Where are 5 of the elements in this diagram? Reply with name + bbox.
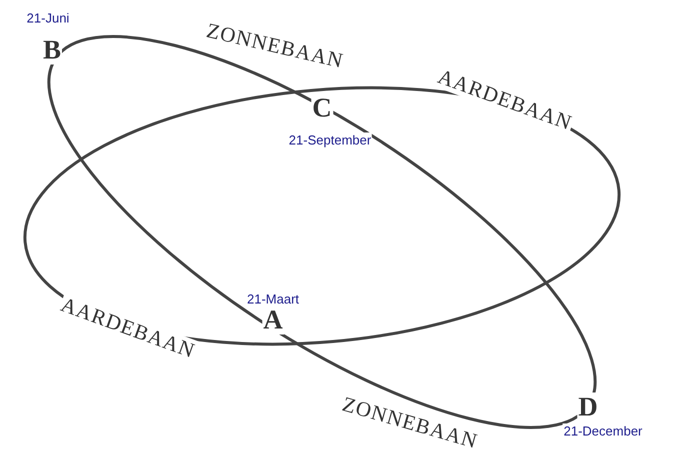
point-label: D [577, 392, 599, 422]
date-label: 21-Juni [26, 10, 70, 26]
date-label: 21-December [562, 424, 644, 438]
date-label: 21-September [288, 132, 372, 148]
date-label: 21-Maart [246, 292, 300, 306]
